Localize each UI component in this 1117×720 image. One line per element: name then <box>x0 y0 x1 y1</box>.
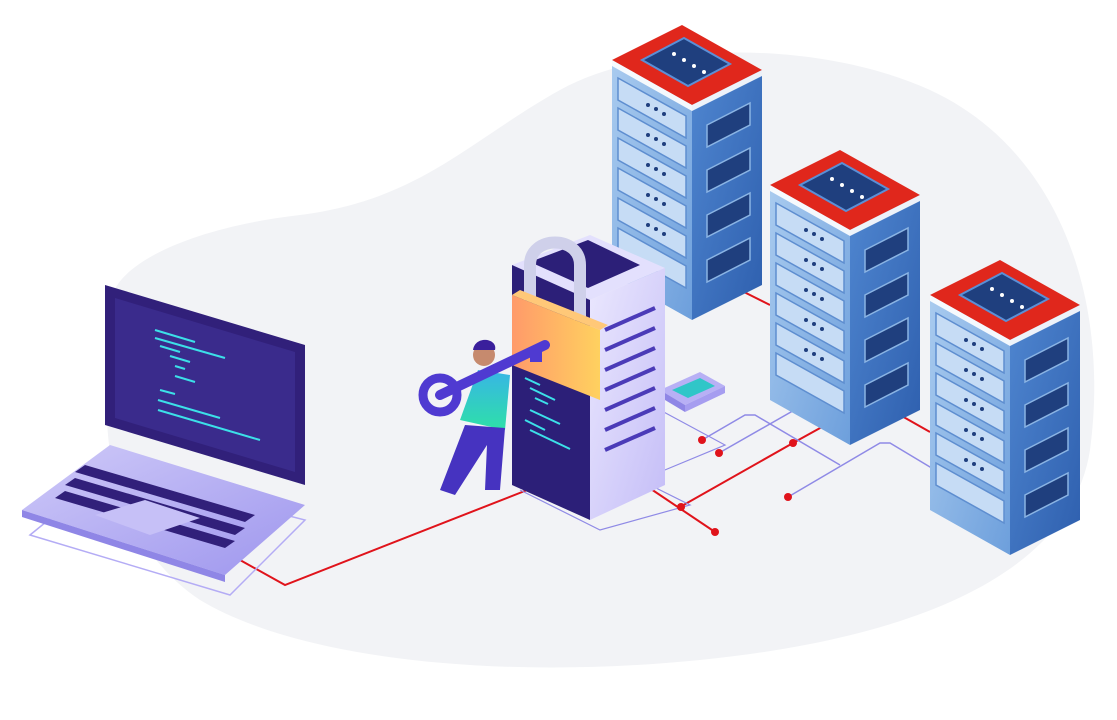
padlock-icon <box>512 236 608 400</box>
wire-nodes <box>677 436 797 536</box>
person-with-key <box>418 339 550 495</box>
laptop <box>22 285 307 596</box>
chip <box>660 372 725 412</box>
server-rack-3 <box>929 259 1081 556</box>
server-rack-2 <box>769 149 921 446</box>
